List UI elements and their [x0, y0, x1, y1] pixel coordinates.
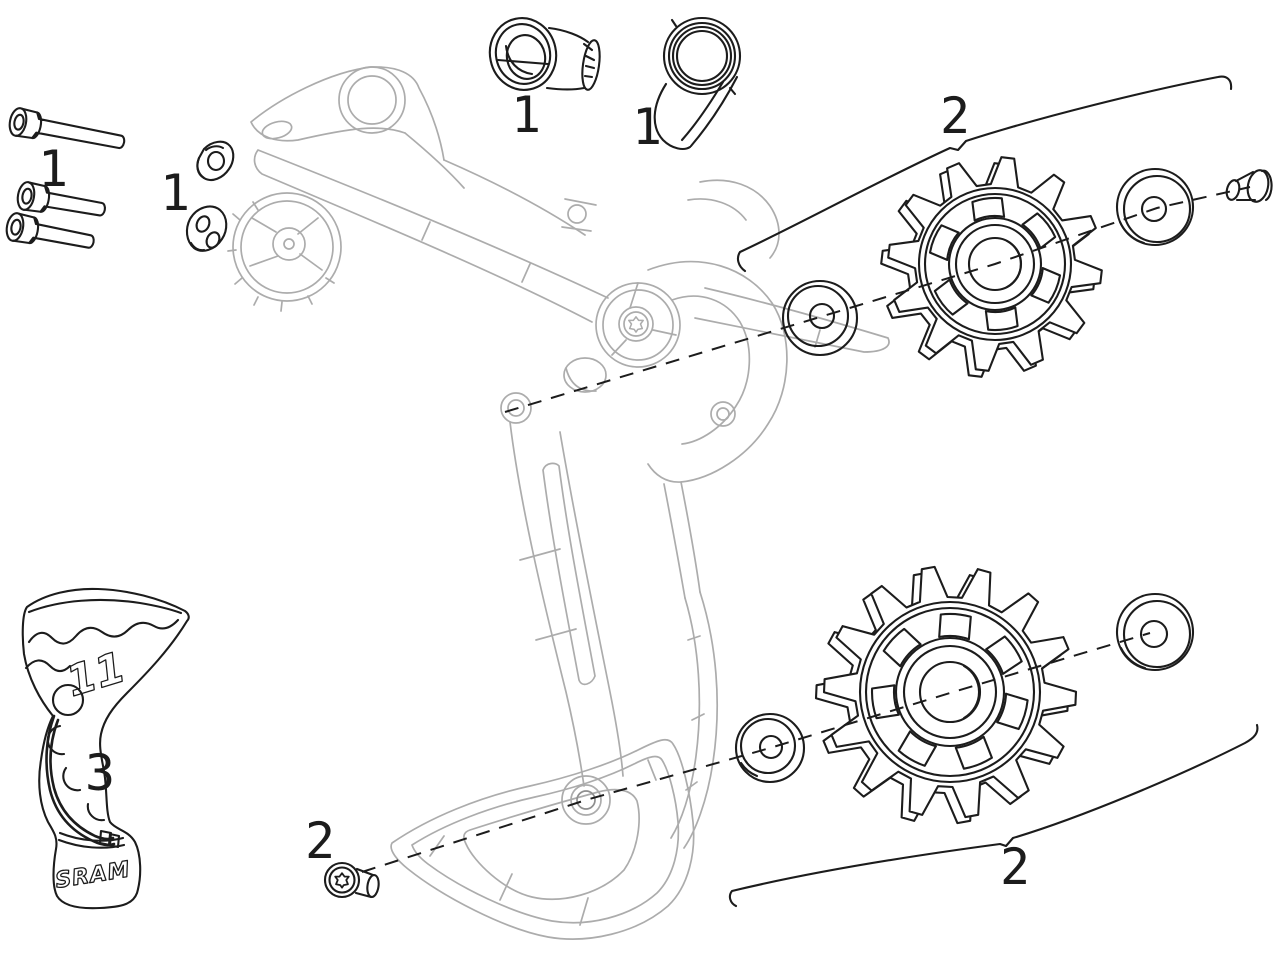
- guard-size-mark: 11: [61, 642, 131, 706]
- callout-2-lower-pulley: 2: [1000, 838, 1030, 896]
- b-knuckle-ring: [338, 66, 406, 134]
- hanger-hook-washer: [653, 16, 742, 150]
- upper-pulley-brace: [736, 75, 1233, 273]
- lower-axis-dashed-line: [361, 632, 1151, 873]
- lower-pulley-brace: [728, 723, 1259, 908]
- derailleur-body: [227, 66, 890, 940]
- callout-3-guard: 3: [85, 744, 115, 802]
- lower-dust-cap: [1115, 592, 1195, 672]
- upper-pulley-pin: [1225, 169, 1273, 203]
- lower-pulley-washer: [734, 712, 806, 784]
- lower-pulley: [814, 565, 1078, 825]
- callout-1-bolts: 1: [38, 140, 68, 198]
- limit-plate-lower: [185, 205, 228, 252]
- cage-pulley-bolt: [323, 861, 380, 899]
- hidden-guide-pulley: [227, 192, 342, 312]
- upper-dust-cap: [1115, 167, 1195, 247]
- mounting-bolt-3: [3, 210, 98, 258]
- p-knuckle: [595, 282, 681, 368]
- upper-axis-dashed-line: [504, 186, 1251, 413]
- upper-pulley-washer: [781, 279, 859, 357]
- upper-pulley: [880, 156, 1103, 378]
- callout-2-cage-bolt: 2: [305, 812, 335, 870]
- callout-2-upper-pulley: 2: [940, 87, 970, 145]
- callout-1-barrel: 1: [511, 86, 541, 144]
- callout-1-plates: 1: [160, 164, 190, 222]
- b-adjust-barrel: [488, 17, 601, 91]
- callout-1-hook: 1: [632, 98, 662, 156]
- limit-plate-upper: [196, 140, 235, 182]
- sram-logo: SRAM: [54, 857, 133, 894]
